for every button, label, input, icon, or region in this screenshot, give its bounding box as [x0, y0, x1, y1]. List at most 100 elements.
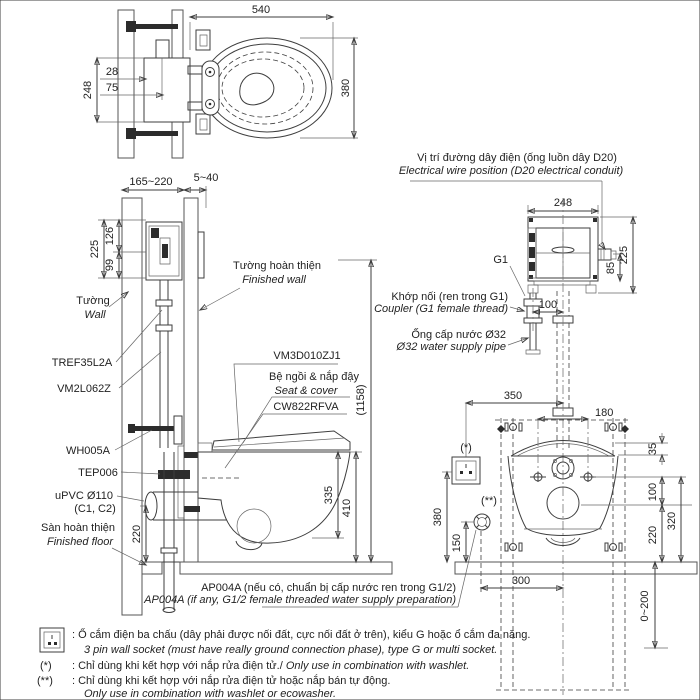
hinge-arm-1: [188, 66, 202, 74]
mount-stud-top: [184, 452, 200, 458]
water-supply-point-icon: [474, 514, 490, 530]
bowl-foot: [236, 541, 262, 550]
tank-plan: [144, 58, 190, 122]
tank-mech-1: [151, 228, 159, 238]
dim-335-label: 335: [323, 486, 335, 504]
floor-hatch-right: [180, 562, 392, 574]
note1-text: : Chỉ dùng khi kết hợp với nắp rửa điện …: [72, 659, 469, 672]
dim-100-label: 100: [539, 299, 557, 311]
dim-320-label: 320: [666, 512, 678, 530]
fill-valve-plan: [156, 40, 169, 58]
note-socket-en: 3 pin wall socket (must have really grou…: [84, 644, 497, 656]
hinge-bolt-1: [206, 68, 215, 77]
dim-85-label: 85: [605, 262, 617, 274]
seat-leader: [243, 397, 350, 443]
bolt-head-bottom: [126, 128, 136, 139]
dim-126-label: 126: [104, 227, 116, 245]
water-surface: [240, 73, 274, 105]
mount-plate: [178, 446, 184, 518]
dim-225-label: 225: [89, 240, 101, 258]
dim-180-label: 180: [595, 407, 613, 419]
note2-en: Only use in combination with washlet or …: [84, 688, 336, 700]
electrical-title-vi: Vị trí đường dây điện (ống luồn dây D20): [417, 152, 617, 164]
dim-75-label: 75: [106, 82, 118, 94]
seat-cover-side: [212, 431, 350, 450]
anchor-bolt-bottom: [132, 131, 178, 136]
section-view: 165~220 5~40 225 126 99: [41, 172, 476, 615]
hinge-bolt-2-dot: [208, 102, 212, 106]
inlet-bolt: [553, 459, 556, 462]
bowl-code-label: CW822RFVA: [273, 401, 339, 413]
dim-300-label: 300: [512, 575, 530, 587]
dim-350-label: 350: [504, 390, 522, 402]
dim-150-label: 150: [451, 534, 463, 552]
frame-leg-right: [586, 285, 596, 293]
stud-bolt-bottom-left: [505, 543, 522, 551]
dim-100-front-label: 100: [647, 483, 659, 501]
supply-mark: (**): [481, 495, 497, 507]
dim-380-label: 380: [340, 79, 352, 97]
tank-inner: [149, 226, 179, 276]
note-socket-vi: : Ổ cắm điện ba chấu (dây phải được nối …: [72, 628, 530, 641]
note1-vi: : Chỉ dùng khi kết hợp với nắp rửa điện …: [72, 659, 284, 672]
dim-540-label: 540: [252, 4, 270, 16]
supply-label-en: Ø32 water supply pipe: [396, 341, 506, 353]
seat-label-en: Seat & cover: [275, 385, 339, 397]
dim-cavity-label: 165~220: [129, 176, 172, 188]
tank-code-label: TREF35L2A: [52, 357, 113, 369]
coupler-leader: [510, 307, 524, 311]
seat-k-leader: [234, 364, 338, 442]
drain-opening-circle: [547, 487, 579, 519]
dim-28-label: 28: [106, 66, 118, 78]
tank-mech-3: [162, 244, 168, 258]
inlet-bolt: [553, 473, 556, 476]
drain-vertical-end: [163, 608, 175, 613]
bracket-bolt: [128, 424, 135, 433]
wall-socket-icon: [452, 457, 480, 484]
dim-0-200-label: 0~200: [639, 591, 651, 622]
g1-label: G1: [493, 254, 508, 266]
pipe-collar-1: [156, 300, 172, 306]
dim-1158-label: (1158): [355, 385, 367, 416]
wall-leader: [109, 292, 128, 307]
frame-corner: [529, 275, 533, 279]
dim-220-front-label: 220: [647, 526, 659, 544]
note1-en: Only use in combination with washlet.: [283, 660, 469, 672]
supply-pipe-end: [526, 350, 540, 354]
anchor-diamond-left: [497, 425, 505, 433]
anchor-diamond-right: [621, 425, 629, 433]
tank-leader: [116, 310, 162, 362]
seat-kit-code-label: VM3D010ZJ1: [273, 350, 340, 362]
finished-wall-label-en: Finished wall: [242, 274, 306, 286]
supply-label-vi: Ống cấp nước Ø32: [411, 327, 506, 341]
anchor-bolt-top: [132, 24, 178, 29]
seat-hinge-side: [198, 443, 212, 452]
bracket-code-label: WH005A: [66, 445, 111, 457]
toilet-plan-outline: [202, 38, 332, 138]
bracket-leader: [115, 430, 152, 450]
conduit-end: [611, 251, 616, 259]
socket-legend-icon: [40, 628, 64, 652]
bolt-head-top: [126, 21, 136, 32]
wall-label-en: Wall: [84, 309, 106, 321]
trapway-circle: [237, 509, 271, 543]
mount-stud-bottom: [184, 506, 200, 512]
outlet-bump: [546, 538, 580, 546]
bowl-inner-dashed: [222, 59, 304, 117]
drain-leader: [117, 496, 144, 501]
plan-view: 540 380 248 28 75: [82, 4, 358, 158]
tank-mech-c: [529, 262, 535, 271]
supply-inlet-circle: [552, 457, 574, 479]
bracket-top-slot: [200, 35, 207, 46]
note2-vi: : Chỉ dùng khi kết hợp với nắp rửa điện …: [72, 674, 390, 687]
seat-front-inner-arc: [517, 444, 609, 457]
side-bolt-left: [530, 472, 546, 482]
dim-248-label: 248: [82, 81, 94, 99]
access-panel: [198, 232, 204, 278]
pipe-collar-2: [156, 325, 172, 331]
note2-mark: (**): [37, 675, 53, 687]
seat-label-vi: Bệ ngồi & nắp đậy: [269, 370, 359, 383]
bowl-front-outline: [508, 456, 618, 536]
inlet-bolt: [569, 459, 572, 462]
supply-inlet-inner: [557, 462, 569, 474]
